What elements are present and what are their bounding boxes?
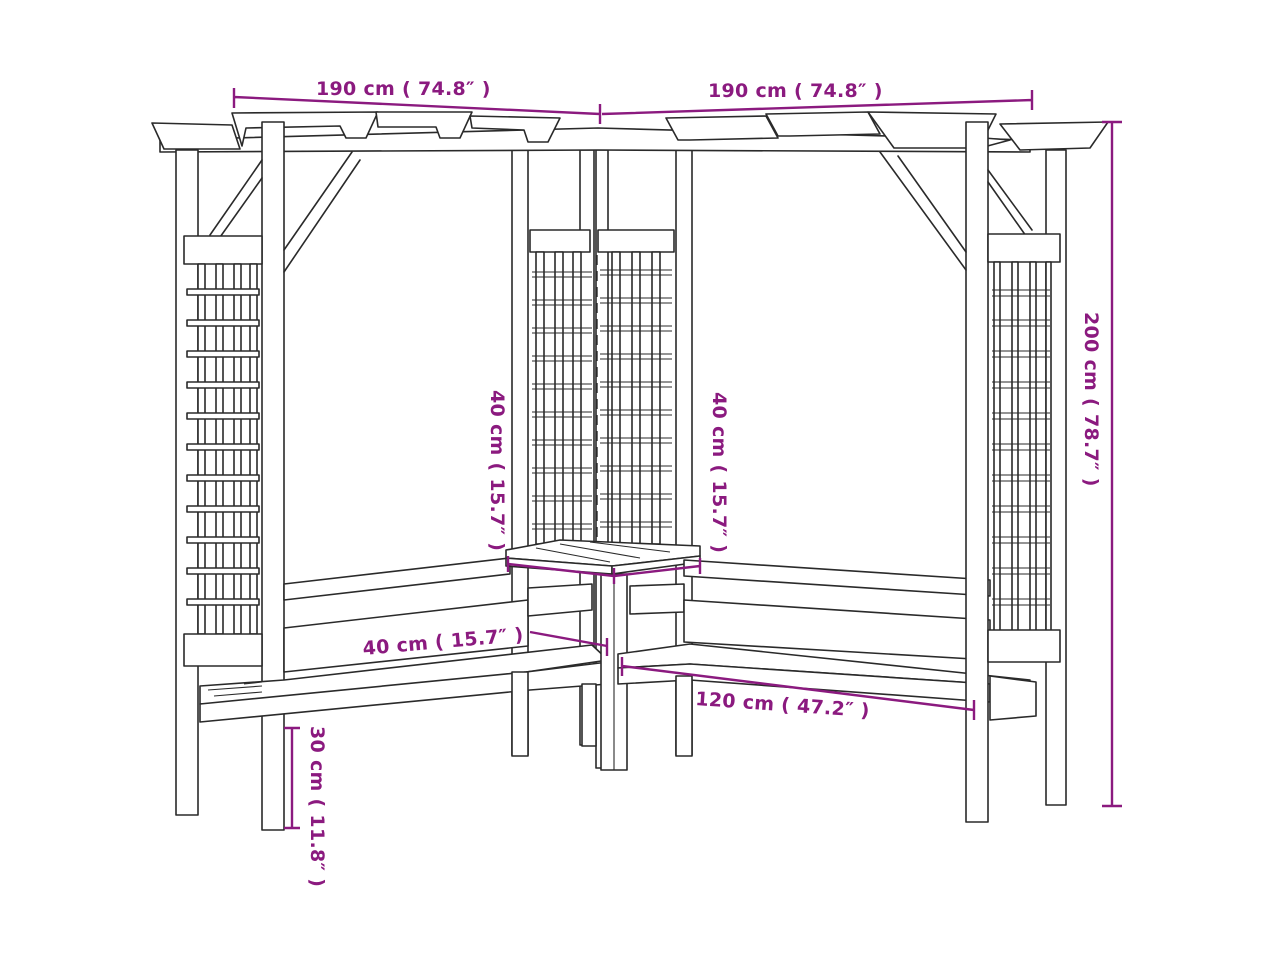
left-side bbox=[175, 121, 361, 831]
dimension-table-right-label: 40 cm ( 15.7″ ) bbox=[708, 392, 730, 554]
dimension-height-label: 200 cm ( 78.7″ ) bbox=[1080, 312, 1102, 487]
dimension-table-left-label: 40 cm ( 15.7″ ) bbox=[486, 390, 508, 552]
dimension-width-right-label: 190 cm ( 74.8″ ) bbox=[708, 80, 883, 102]
dimension-width-left-label: 190 cm ( 74.8″ ) bbox=[316, 78, 491, 100]
dimension-lines bbox=[232, 88, 1122, 830]
corner-table bbox=[505, 539, 701, 771]
roof bbox=[151, 111, 1109, 153]
left-bench bbox=[199, 557, 609, 757]
dimension-clearance-label: 30 cm ( 11.8″ ) bbox=[306, 726, 328, 888]
right-side bbox=[879, 121, 1067, 823]
